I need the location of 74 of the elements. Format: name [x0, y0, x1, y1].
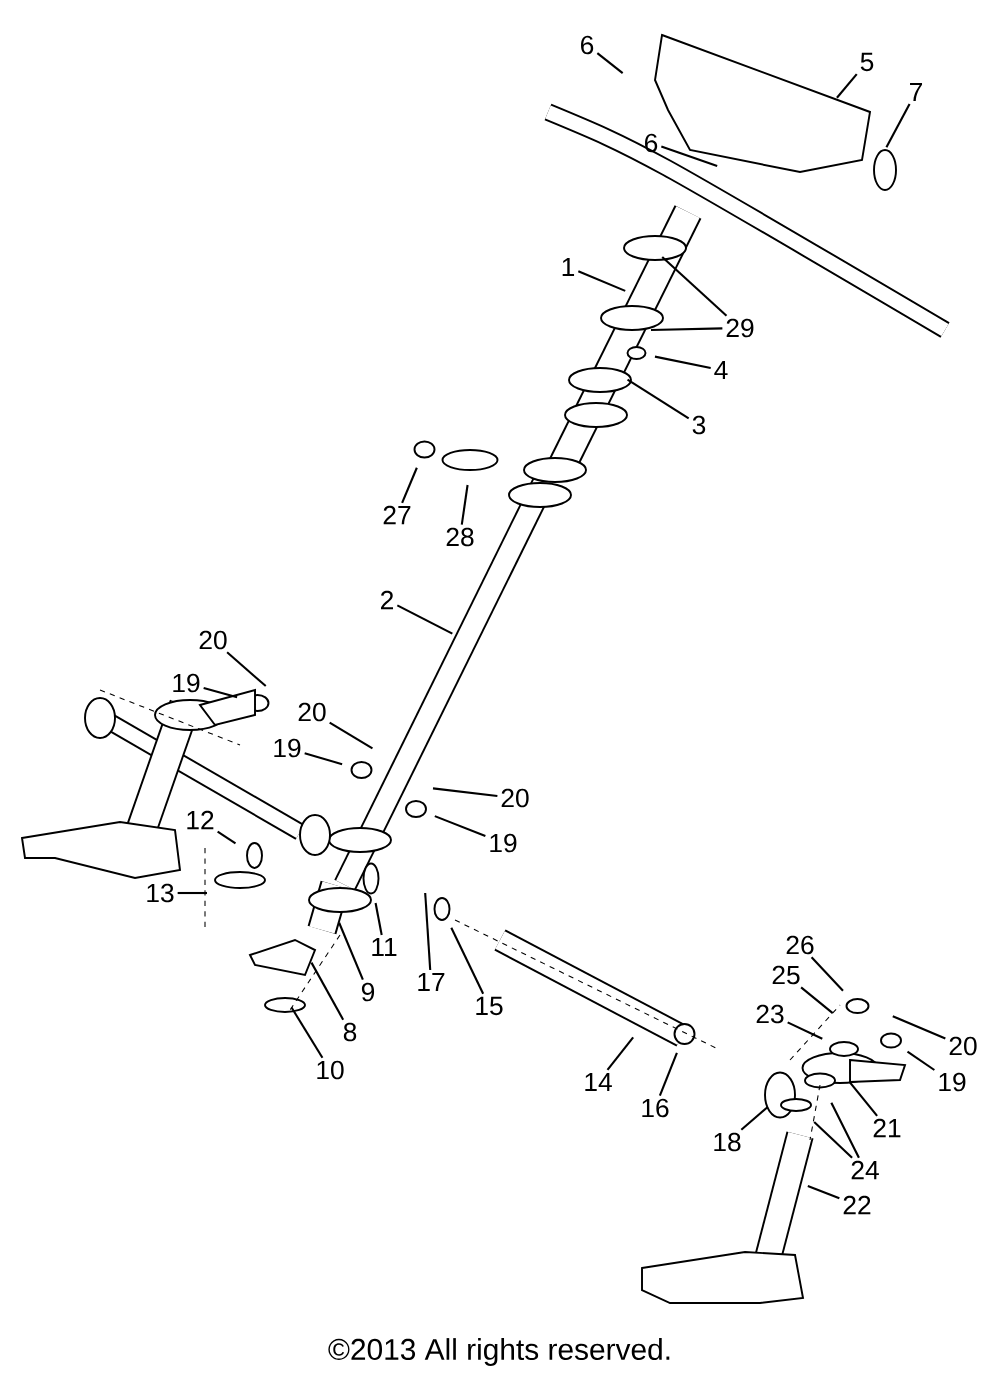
leader-line: [813, 1121, 853, 1159]
leader-line: [787, 1021, 823, 1040]
callout-number: 12: [187, 810, 214, 830]
leader-line: [217, 830, 237, 845]
callout-number: 9: [361, 982, 375, 1002]
leader-line: [849, 1081, 878, 1117]
callout-number: 19: [173, 673, 200, 693]
leader-line: [807, 1185, 840, 1200]
leader-line: [654, 355, 711, 369]
leader-line: [329, 721, 373, 750]
leader-line: [177, 891, 207, 895]
leader-line: [203, 686, 238, 699]
copyright-notice: ©2013 All rights reserved.: [328, 1338, 670, 1366]
leader-line: [810, 956, 844, 992]
leader-line: [906, 1050, 935, 1071]
callout-number: 11: [372, 937, 397, 957]
callout-number: 8: [343, 1022, 357, 1042]
callout-number: 14: [585, 1072, 612, 1092]
callout-number: 19: [939, 1072, 966, 1092]
leader-line: [885, 103, 911, 148]
callout-number: 18: [714, 1132, 741, 1152]
leader-line: [304, 752, 343, 766]
callout-number: 22: [843, 1195, 871, 1215]
leader-line: [606, 1036, 634, 1071]
callout-number: 13: [147, 883, 174, 903]
callout-number: 21: [873, 1118, 901, 1138]
callout-number: 24: [851, 1160, 879, 1180]
callout-number: 23: [756, 1004, 784, 1024]
callout-number: 20: [949, 1036, 977, 1056]
callout-number: 2: [381, 590, 393, 610]
leader-line: [432, 787, 498, 797]
leader-line: [310, 962, 345, 1021]
leader-line: [650, 327, 723, 331]
callout-number: 25: [772, 965, 800, 985]
leader-line: [892, 1015, 946, 1040]
callout-number: 10: [317, 1060, 344, 1080]
leader-line: [424, 892, 432, 971]
leader-line: [836, 73, 858, 99]
leader-line: [450, 927, 485, 995]
callout-number: 5: [860, 52, 874, 72]
leader-line: [338, 922, 364, 981]
leader-line: [290, 1007, 324, 1059]
leader-line: [661, 256, 728, 317]
callout-number: 26: [786, 935, 814, 955]
callout-number: 29: [726, 318, 754, 338]
callout-number: 19: [490, 833, 517, 853]
callout-number: 1: [562, 257, 575, 277]
callout-number: 16: [642, 1098, 669, 1118]
callout-number: 27: [383, 505, 411, 525]
leader-line: [577, 270, 626, 292]
callout-number: 6: [581, 35, 594, 55]
leader-line: [460, 484, 469, 525]
leader-line: [396, 604, 453, 635]
callout-number: 15: [476, 996, 503, 1016]
leader-line: [658, 1052, 678, 1097]
callout-number: 4: [714, 360, 728, 380]
callout-number: 20: [298, 702, 326, 722]
leader-line: [661, 145, 718, 167]
leader-line: [401, 467, 418, 504]
callout-number: 20: [501, 788, 529, 808]
leader-line: [740, 1106, 769, 1131]
leader-line: [626, 378, 690, 420]
leader-line: [800, 986, 834, 1014]
callout-number: 7: [910, 82, 922, 102]
leader-line: [374, 902, 383, 936]
leader-line: [830, 1102, 860, 1159]
callout-number: 17: [418, 972, 445, 992]
callout-number: 28: [446, 527, 474, 547]
callout-number: 19: [274, 738, 301, 758]
callout-number: 3: [692, 415, 706, 435]
leader-line: [226, 651, 267, 687]
leader-line: [434, 815, 486, 838]
callout-number: 20: [199, 630, 227, 650]
leader-line: [596, 52, 624, 74]
